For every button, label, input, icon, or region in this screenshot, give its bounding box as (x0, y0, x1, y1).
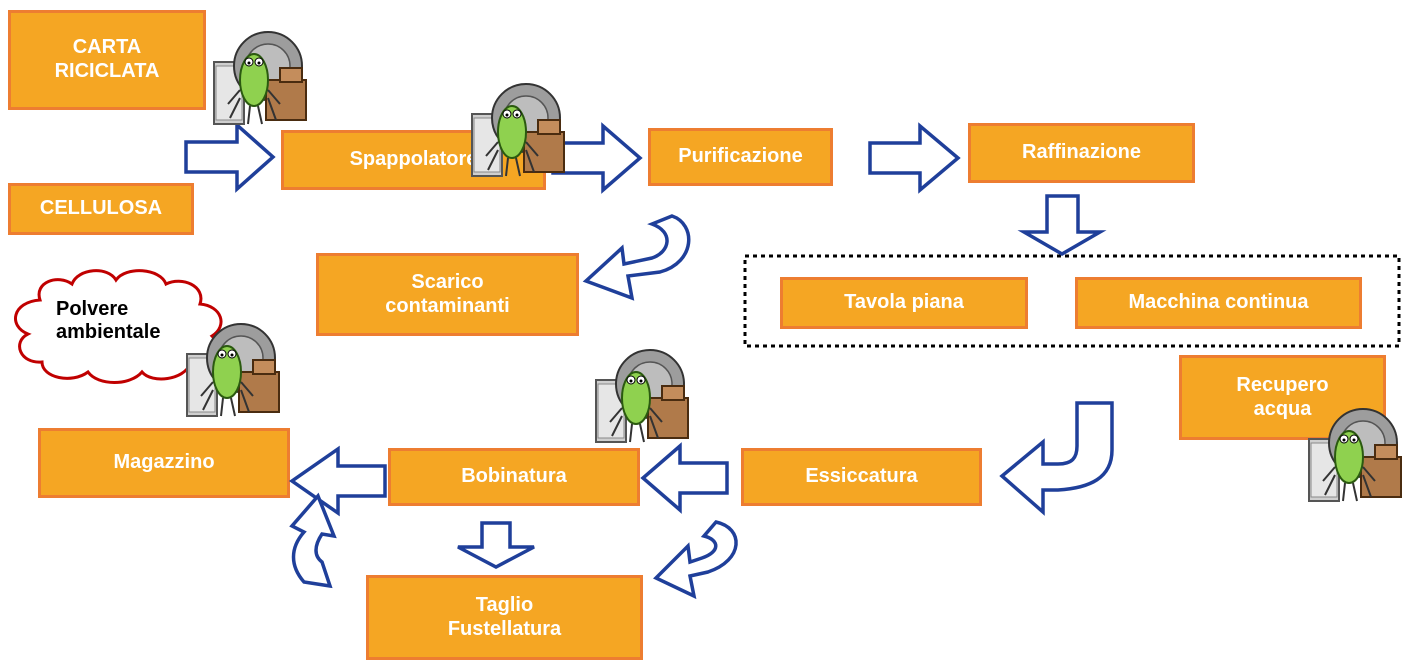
arrow-to-tavola (1017, 194, 1107, 257)
node-bobinatura: Bobinatura (388, 448, 640, 506)
mite-machine-icon (1308, 408, 1402, 502)
mite-machine-icon (213, 31, 307, 125)
node-carta-riciclata: CARTA RICICLATA (8, 10, 206, 110)
arrow-taglio-to-magazzino (289, 492, 337, 589)
node-magazzino: Magazzino (38, 428, 290, 498)
node-raffinazione: Raffinazione (968, 123, 1195, 183)
cloud-label: Polvere ambientale (56, 298, 161, 343)
arrow-to-bobinatura (640, 442, 729, 514)
arrow-to-spappolatore (184, 121, 276, 193)
arrow-to-magazzino (288, 445, 387, 517)
arrow-to-taglio (457, 521, 535, 569)
mite-machine-icon (186, 323, 280, 417)
node-purificazione: Purificazione (648, 128, 833, 186)
arrow-to-scarico (582, 214, 691, 301)
node-macchina-continua: Macchina continua (1075, 277, 1362, 329)
group-dotted-border (743, 254, 1401, 348)
arrow-essiccatura-to-taglio (653, 520, 738, 600)
node-tavola-piana: Tavola piana (780, 277, 1028, 329)
arrow-to-raffinazione (868, 122, 961, 194)
node-essiccatura: Essiccatura (741, 448, 982, 506)
node-taglio-fustellatura: Taglio Fustellatura (366, 575, 643, 660)
mite-machine-icon (595, 349, 689, 443)
node-scarico-contaminanti: Scarico contaminanti (316, 253, 579, 336)
mite-machine-icon (471, 83, 565, 177)
node-cellulosa: CELLULOSA (8, 183, 194, 235)
arrow-to-essiccatura (999, 401, 1114, 516)
